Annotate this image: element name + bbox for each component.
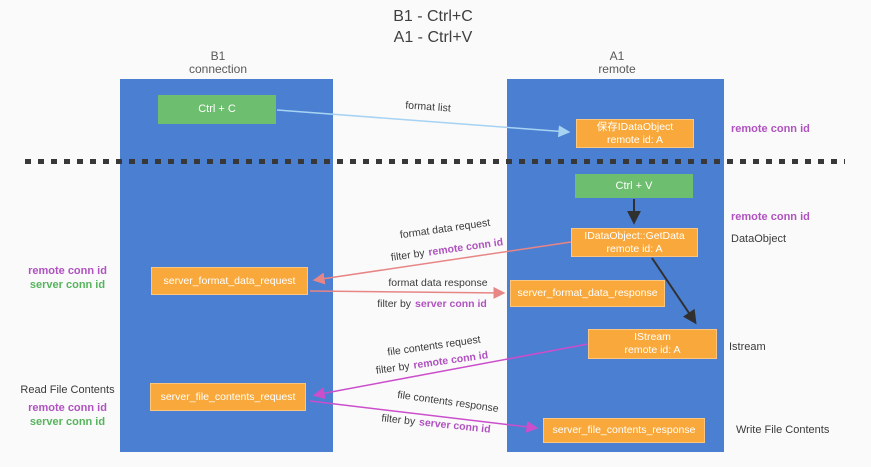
ctrl-v-label: Ctrl + V <box>615 179 653 192</box>
server-format-data-response-box: server_format_data_response <box>510 280 665 307</box>
ctrl-c-label: Ctrl + C <box>198 103 236 115</box>
filter-by-text: filter by <box>377 298 412 310</box>
istream-side-label: Istream <box>729 341 766 353</box>
remote-conn-id-right-mid: remote conn id <box>731 211 810 223</box>
remote-conn-id-left-2: remote conn id <box>28 402 107 414</box>
server-conn-id-left-1: server conn id <box>29 279 106 291</box>
server-format-data-response-label: server_format_data_response <box>517 287 658 299</box>
title-line-1: B1 - Ctrl+C <box>393 8 473 25</box>
server-file-contents-request-label: server_file_contents_request <box>160 390 296 403</box>
server-conn-id-text: server conn id <box>418 416 492 436</box>
filter-by-text: filter by <box>375 360 411 377</box>
header-b1: B1 connection <box>158 50 278 76</box>
diagram-title: B1 - Ctrl+C A1 - Ctrl+V <box>353 6 513 48</box>
istream-line1: IStream <box>634 331 671 343</box>
save-idataobject-box: 保存IDataObject remote id: A <box>576 119 694 148</box>
server-file-contents-response-label: server_file_contents_response <box>552 424 696 436</box>
filter-by-text: filter by <box>380 412 416 428</box>
header-b1-name: B1 <box>210 49 226 63</box>
getdata-line2: remote id: A <box>606 242 663 255</box>
ctrl-v-box: Ctrl + V <box>575 174 693 198</box>
istream-box: IStream remote id: A <box>588 329 717 359</box>
title-line-2: A1 - Ctrl+V <box>393 29 473 46</box>
left-conn-id-stack-1: remote conn id server conn id <box>15 264 120 292</box>
header-a1-role: remote <box>598 62 636 76</box>
server-file-contents-request-box: server_file_contents_request <box>150 383 306 411</box>
read-file-contents-text: Read File Contents <box>20 384 115 396</box>
filter-by-text: filter by <box>390 247 426 264</box>
istream-line2: remote id: A <box>624 344 681 356</box>
read-file-contents-label: Read File Contents <box>15 383 120 397</box>
left-conn-id-stack-2: remote conn id server conn id <box>15 401 120 429</box>
format-data-response-label: format data response <box>388 277 488 289</box>
server-format-data-request-label: server_format_data_request <box>163 274 296 287</box>
getdata-line1: IDataObject::GetData <box>584 229 685 242</box>
save-idataobject-line1: 保存IDataObject <box>596 120 674 133</box>
header-b1-role: connection <box>188 62 248 76</box>
dataobject-label: DataObject <box>731 233 787 245</box>
format-data-request-label: format data request <box>399 216 491 242</box>
idataobject-getdata-box: IDataObject::GetData remote id: A <box>571 228 698 257</box>
save-idataobject-line2: remote id: A <box>606 133 664 146</box>
session-separator-dashed-line <box>25 159 845 164</box>
file-contents-response-label: file contents response <box>396 388 500 416</box>
server-format-data-request-box: server_format_data_request <box>151 267 308 295</box>
header-a1-name: A1 <box>609 49 625 63</box>
format-data-response-arrow <box>309 286 506 299</box>
filter-by-server-conn-id-label-2: filter by server conn id <box>381 412 491 435</box>
format-list-label: format list <box>404 99 452 115</box>
remote-conn-id-right-top: remote conn id <box>731 123 810 135</box>
remote-conn-id-left-1: remote conn id <box>28 265 107 277</box>
remote-conn-id-text: remote conn id <box>427 236 504 259</box>
server-conn-id-left-2: server conn id <box>29 416 106 428</box>
server-conn-id-text: server conn id <box>415 298 487 310</box>
ctrl-c-box: Ctrl + C <box>158 95 276 124</box>
header-a1: A1 remote <box>557 50 677 76</box>
filter-by-server-conn-id-label-1: filter by server conn id <box>377 298 487 310</box>
write-file-contents-label: Write File Contents <box>736 424 830 436</box>
server-file-contents-response-box: server_file_contents_response <box>543 418 705 443</box>
